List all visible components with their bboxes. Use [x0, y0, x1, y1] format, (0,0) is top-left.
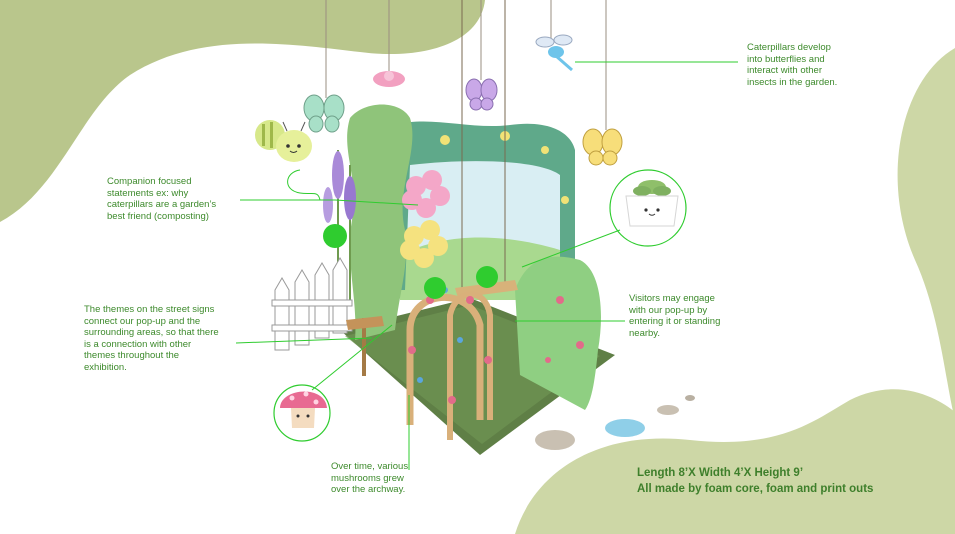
plant-leader-line	[521, 229, 621, 268]
companion-note: Companion focused statements ex: why cat…	[107, 176, 216, 222]
visitors-note-line: with our pop-up by	[629, 304, 708, 316]
plant-plush	[625, 180, 679, 227]
caterpillars-note: Caterpillars develop into butterflies an…	[747, 42, 837, 88]
companion-note-line: Companion focused	[107, 176, 192, 187]
teal-arch	[390, 121, 575, 291]
right-green-panel	[515, 256, 601, 410]
companion-note-line: caterpillars are a garden’s	[107, 199, 217, 210]
street-signs-note-line: exhibition.	[84, 361, 127, 373]
mushroom-highlight-ring	[273, 384, 331, 442]
mushrooms-note-line: mushrooms grew	[331, 472, 404, 484]
caterpillar-curl-line	[287, 169, 321, 201]
blue-dragonfly-icon	[535, 34, 573, 72]
mushrooms-note-line: Over time, various	[331, 461, 409, 472]
materials-line: All made by foam core, foam and print ou…	[637, 483, 874, 495]
bottom-right-blob	[515, 389, 955, 534]
companion-note-line: best friend (composting)	[107, 210, 209, 222]
caterpillars-note-line: interact with other	[747, 65, 822, 76]
top-left-blob	[0, 0, 485, 222]
visitors-note-line: entering it or standing	[629, 316, 721, 327]
green-butterfly-icon	[303, 94, 345, 133]
street-signs-leader-line	[235, 337, 373, 344]
stone-small	[657, 405, 679, 415]
plant-highlight-ring	[609, 169, 687, 247]
visitors-note-line: Visitors may engage	[629, 293, 715, 304]
mushroom-leader-line	[311, 324, 393, 391]
right-edge-blob	[897, 48, 955, 420]
stone-blue	[605, 419, 645, 437]
marker-dot-middle	[424, 277, 446, 299]
mushrooms-note: Over time, various mushrooms grew over t…	[331, 461, 408, 496]
street-signs-note: The themes on the street signs connect o…	[84, 304, 219, 373]
caterpillar-plush	[255, 120, 312, 162]
lavender	[323, 150, 356, 300]
street-signs-note-line: surrounding areas, so that there	[84, 327, 219, 338]
pink-bug-icon	[373, 71, 405, 87]
picket-fence	[271, 257, 353, 351]
dimensions-caption: Length 8’X Width 4’X Height 9’ All made …	[637, 465, 873, 497]
companion-leader-line	[240, 199, 419, 206]
street-signs-note-line: The themes on the street signs	[84, 304, 215, 315]
street-signs-note-line: themes throughout the	[84, 350, 180, 361]
stone-pebble	[685, 395, 695, 401]
left-green-panel	[347, 104, 413, 340]
marker-dot-right	[476, 266, 498, 288]
street-sign	[346, 316, 384, 376]
companion-note-line: statements ex: why	[107, 187, 189, 199]
visitors-note: Visitors may engage with our pop-up by e…	[629, 293, 720, 339]
pink-flower	[402, 170, 450, 218]
caterpillars-note-line: Caterpillars develop	[747, 42, 831, 53]
dimensions-line: Length 8’X Width 4’X Height 9’	[637, 467, 804, 479]
caterpillars-note-line: insects in the garden.	[747, 76, 838, 88]
arch-flowers	[440, 131, 569, 204]
street-signs-note-line: connect our pop-up and the	[84, 315, 201, 327]
flower-archway	[406, 287, 493, 440]
visitors-note-line: nearby.	[629, 327, 660, 339]
yellow-butterfly-icon	[582, 128, 623, 166]
mushroom-plush	[280, 391, 327, 428]
purple-butterfly-icon	[465, 78, 498, 111]
caterpillars-note-line: into butterflies and	[747, 53, 825, 65]
yellow-flower	[400, 220, 448, 268]
mushrooms-note-line: over the archway.	[331, 484, 406, 495]
marker-dot-left	[323, 224, 347, 248]
right-panel-flowers	[545, 296, 584, 363]
stone-gray	[535, 430, 575, 450]
street-signs-note-line: is a connection with other	[84, 338, 192, 350]
